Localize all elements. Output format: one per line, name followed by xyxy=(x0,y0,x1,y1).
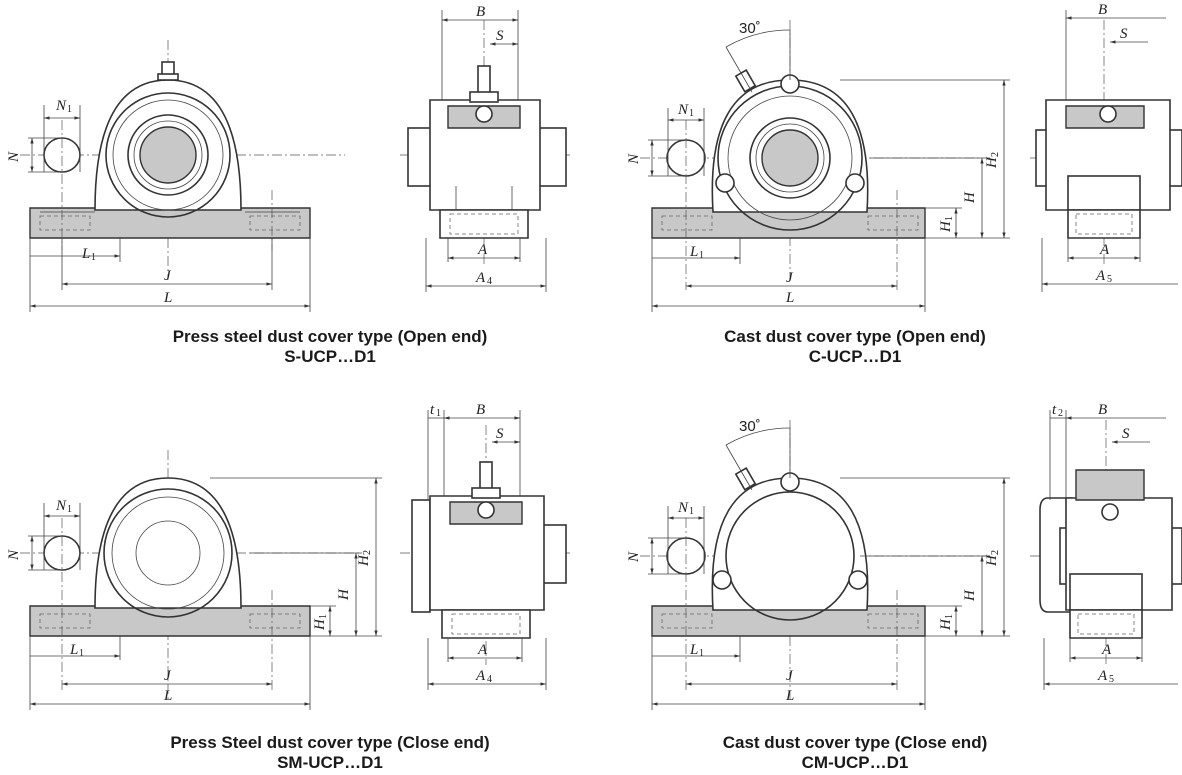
dim-h: H xyxy=(336,588,352,601)
dim-n: N xyxy=(6,549,22,561)
dim-n1-sub: 1 xyxy=(689,506,694,517)
dim-t1: t xyxy=(430,402,435,418)
angle-label: 30˚ xyxy=(739,20,761,37)
dim-t2: t xyxy=(1052,402,1057,418)
cm-ucp-side-view: t 2 B S A A 5 xyxy=(1030,402,1182,690)
c-ucp-side-view: B S A A 5 xyxy=(1030,2,1182,292)
dim-l1-sub: 1 xyxy=(699,648,704,659)
caption-cm-ucp: Cast dust cover type (Close end) CM-UCP…… xyxy=(605,733,1105,773)
dim-a4-sub: 4 xyxy=(487,674,492,685)
dim-j: J xyxy=(786,270,794,286)
dim-a5: A xyxy=(1097,668,1108,684)
sm-ucp-side-view: t 1 B S A A 4 xyxy=(400,402,570,690)
dim-h2-sub: 2 xyxy=(990,152,1001,157)
caption-title: Press steel dust cover type (Open end) xyxy=(172,327,488,346)
dim-h2-sub: 2 xyxy=(990,550,1001,555)
caption-model: S-UCP…D1 xyxy=(284,347,376,366)
dim-l1: L xyxy=(69,642,78,658)
dim-l: L xyxy=(163,688,172,704)
c-ucp-front-view: 30˚ N 1 N L 1 J L H 2 H H 1 xyxy=(626,20,1010,312)
caption-model: SM-UCP…D1 xyxy=(277,753,383,772)
caption-sm-ucp: Press Steel dust cover type (Close end) … xyxy=(80,733,580,773)
dim-l1: L xyxy=(81,246,90,262)
dim-b: B xyxy=(476,4,485,20)
dim-s: S xyxy=(1122,426,1130,442)
s-ucp-side-view: B S A A 4 xyxy=(400,4,570,292)
dim-h1-sub: 1 xyxy=(318,614,329,619)
dim-t1-sub: 1 xyxy=(436,408,441,419)
dim-h2: H xyxy=(984,156,1000,169)
dim-l1: L xyxy=(689,244,698,260)
dim-j: J xyxy=(786,668,794,684)
caption-title: Cast dust cover type (Close end) xyxy=(722,733,988,752)
dim-h2: H xyxy=(356,554,372,567)
dim-l1-sub: 1 xyxy=(79,648,84,659)
dim-a: A xyxy=(1099,242,1110,258)
cm-ucp-front-view: 30˚ N 1 N L 1 J L H 2 H H 1 xyxy=(626,418,1010,710)
sm-ucp-front-view: N 1 N L 1 J L H 2 H H 1 xyxy=(6,450,382,710)
dim-n1: N xyxy=(677,102,689,118)
dim-b: B xyxy=(1098,402,1107,418)
dim-j: J xyxy=(164,668,172,684)
dim-l: L xyxy=(163,290,172,306)
dim-n1-sub: 1 xyxy=(67,104,72,115)
dim-h2-sub: 2 xyxy=(362,550,373,555)
dim-n1: N xyxy=(55,98,67,114)
dim-a5-sub: 5 xyxy=(1109,674,1114,685)
dim-s: S xyxy=(496,426,504,442)
caption-title: Cast dust cover type (Open end) xyxy=(724,327,986,346)
dim-n1-sub: 1 xyxy=(67,504,72,515)
caption-c-ucp: Cast dust cover type (Open end) C-UCP…D1 xyxy=(605,327,1105,367)
dim-a4: A xyxy=(475,270,486,286)
dim-h1: H xyxy=(312,618,328,631)
dim-a4-sub: 4 xyxy=(487,276,492,287)
caption-model: CM-UCP…D1 xyxy=(801,753,909,772)
caption-s-ucp: Press steel dust cover type (Open end) S… xyxy=(80,327,580,367)
dim-h: H xyxy=(962,589,978,602)
dim-n1-sub: 1 xyxy=(689,108,694,119)
dim-h: H xyxy=(962,191,978,204)
dim-h1: H xyxy=(938,618,954,631)
dim-h2: H xyxy=(984,554,1000,567)
dim-a: A xyxy=(477,242,488,258)
dim-n: N xyxy=(626,551,642,563)
dim-l1-sub: 1 xyxy=(699,250,704,261)
dim-s: S xyxy=(1120,26,1128,42)
dim-l: L xyxy=(785,290,794,306)
dim-h1-sub: 1 xyxy=(944,216,955,221)
dim-n: N xyxy=(626,153,642,165)
dim-a: A xyxy=(1101,642,1112,658)
angle-label: 30˚ xyxy=(739,418,761,435)
dim-a5-sub: 5 xyxy=(1107,274,1112,285)
dim-b: B xyxy=(1098,2,1107,18)
dim-l: L xyxy=(785,688,794,704)
dim-l1-sub: 1 xyxy=(91,252,96,263)
caption-model: C-UCP…D1 xyxy=(808,347,902,366)
dim-n: N xyxy=(6,151,22,163)
s-ucp-front-view: N 1 N L 1 J L xyxy=(6,40,345,312)
dim-n1: N xyxy=(677,500,689,516)
dim-s: S xyxy=(496,28,504,44)
dim-a: A xyxy=(477,642,488,658)
dim-a5: A xyxy=(1095,268,1106,284)
dim-t2-sub: 2 xyxy=(1058,408,1063,419)
caption-title: Press Steel dust cover type (Close end) xyxy=(170,733,490,752)
dim-l1: L xyxy=(689,642,698,658)
dim-n1: N xyxy=(55,498,67,514)
dim-a4: A xyxy=(475,668,486,684)
dim-b: B xyxy=(476,402,485,418)
dim-h1: H xyxy=(938,220,954,233)
dim-j: J xyxy=(164,268,172,284)
dim-h1-sub: 1 xyxy=(944,614,955,619)
